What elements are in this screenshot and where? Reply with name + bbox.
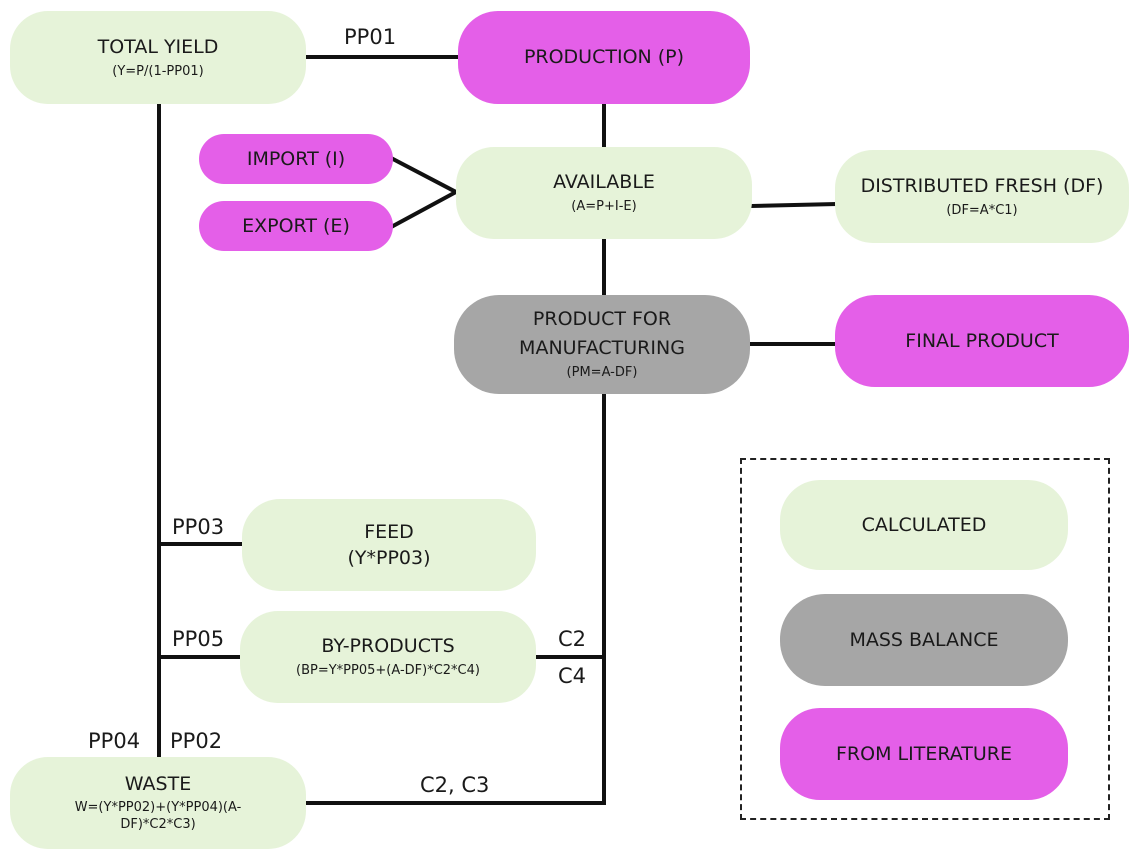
import-title: IMPORT (I) bbox=[246, 147, 346, 170]
final-product-title: FINAL PRODUCT bbox=[905, 329, 1059, 352]
node-product-for-manufacturing: PRODUCT FOR MANUFACTURING (PM=A-DF) bbox=[454, 295, 750, 394]
edge-label-pp05: PP05 bbox=[172, 627, 225, 651]
edge-label-pp03: PP03 bbox=[172, 515, 225, 539]
feed-formula: (Y*PP03) bbox=[347, 546, 431, 569]
node-final-product: FINAL PRODUCT bbox=[835, 295, 1129, 387]
legend-mass-balance-label: MASS BALANCE bbox=[849, 628, 999, 651]
feed-title: FEED bbox=[364, 520, 414, 543]
legend-from-literature-label: FROM LITERATURE bbox=[836, 742, 1012, 765]
waste-formula-line2: DF)*C2*C3) bbox=[120, 817, 196, 833]
edge-label-c4: C4 bbox=[558, 664, 587, 688]
manufacturing-formula: (PM=A-DF) bbox=[566, 365, 638, 381]
distributed-fresh-formula: (DF=A*C1) bbox=[946, 202, 1018, 218]
legend-calculated-swatch: CALCULATED bbox=[780, 480, 1068, 570]
available-formula: (A=P+I-E) bbox=[571, 199, 637, 215]
node-by-products: BY-PRODUCTS (BP=Y*PP05+(A-DF)*C2*C4) bbox=[240, 611, 536, 703]
edge-available-distributed bbox=[749, 201, 838, 209]
export-title: EXPORT (E) bbox=[242, 214, 350, 237]
edge-label-pp04: PP04 bbox=[88, 729, 141, 753]
node-import: IMPORT (I) bbox=[199, 134, 393, 184]
available-title: AVAILABLE bbox=[553, 171, 655, 194]
manufacturing-title-line1: PRODUCT FOR bbox=[532, 308, 672, 331]
total-yield-formula: (Y=P/(1-PP01) bbox=[112, 63, 204, 79]
node-available: AVAILABLE (A=P+I-E) bbox=[456, 147, 752, 239]
edge-export-available bbox=[390, 189, 459, 229]
node-total-yield: TOTAL YIELD (Y=P/(1-PP01) bbox=[10, 11, 306, 104]
edge-label-c2: C2 bbox=[558, 627, 587, 651]
by-products-title: BY-PRODUCTS bbox=[321, 635, 455, 658]
edge-label-c2-c3: C2, C3 bbox=[420, 773, 490, 797]
total-yield-title: TOTAL YIELD bbox=[97, 35, 219, 58]
node-feed: FEED (Y*PP03) bbox=[242, 499, 536, 591]
edge-label-pp02: PP02 bbox=[170, 729, 223, 753]
edge-label-pp01: PP01 bbox=[344, 25, 397, 49]
node-export: EXPORT (E) bbox=[199, 201, 393, 251]
waste-title: WASTE bbox=[124, 773, 192, 796]
legend-from-literature-swatch: FROM LITERATURE bbox=[780, 708, 1068, 800]
edge-import-available bbox=[390, 156, 459, 195]
legend-mass-balance-swatch: MASS BALANCE bbox=[780, 594, 1068, 686]
legend-box: CALCULATED MASS BALANCE FROM LITERATURE bbox=[740, 458, 1110, 820]
node-distributed-fresh: DISTRIBUTED FRESH (DF) (DF=A*C1) bbox=[835, 150, 1129, 243]
by-products-formula: (BP=Y*PP05+(A-DF)*C2*C4) bbox=[296, 663, 480, 679]
waste-formula-line1: W=(Y*PP02)+(Y*PP04)(A- bbox=[74, 799, 242, 815]
node-waste: WASTE W=(Y*PP02)+(Y*PP04)(A- DF)*C2*C3) bbox=[10, 757, 306, 849]
manufacturing-title-line2: MANUFACTURING bbox=[519, 336, 685, 359]
node-production: PRODUCTION (P) bbox=[458, 11, 750, 104]
distributed-fresh-title: DISTRIBUTED FRESH (DF) bbox=[860, 174, 1104, 197]
legend-calculated-label: CALCULATED bbox=[861, 513, 987, 536]
production-title: PRODUCTION (P) bbox=[523, 46, 685, 69]
